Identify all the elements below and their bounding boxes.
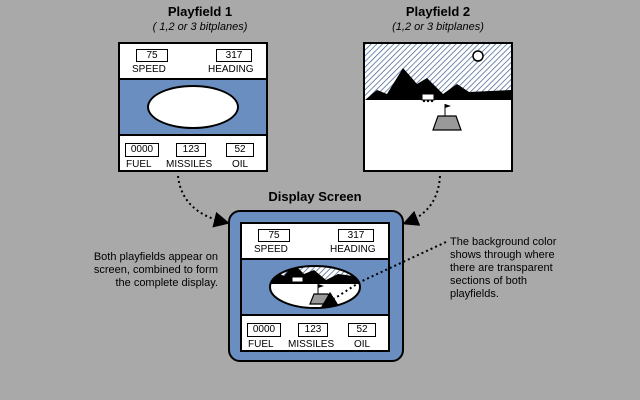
playfield2-subtitle: (1,2 or 3 bitplanes) (392, 21, 484, 33)
fuel-value-box: 0000 (125, 143, 159, 157)
display-oil-label: OIL (354, 339, 371, 350)
fuel-label: FUEL (126, 159, 152, 170)
speed-label: SPEED (132, 64, 166, 75)
left-note: Both playfields appear on screen, combin… (93, 251, 218, 289)
mountains (365, 68, 511, 100)
playfield1-subtitle: ( 1,2 or 3 bitplanes) (152, 21, 248, 33)
display-blue-band (242, 258, 388, 316)
missiles-label: MISSILES (166, 159, 213, 170)
playfield1-panel: 75 SPEED 317 HEADING 0000 FUEL 123 MISSI… (118, 42, 268, 172)
heading-value-box: 317 (216, 49, 252, 62)
display-fuel-label: FUEL (248, 339, 274, 350)
playfield1-title: Playfield 1 (167, 4, 233, 19)
arrow-playfield2-to-display (402, 175, 441, 226)
display-screen-panel: 75 SPEED 317 HEADING (240, 222, 390, 352)
playfield2-title: Playfield 2 (405, 4, 471, 19)
display-speed-value-box: 75 (258, 229, 290, 242)
arrow-playfield1-to-display (177, 175, 230, 228)
playfield1-blue-band (120, 78, 266, 136)
display-title: Display Screen (268, 189, 362, 204)
display-missiles-value-box: 123 (298, 323, 328, 337)
oil-value-box: 52 (226, 143, 254, 157)
bunker-flag (432, 104, 462, 131)
tank-far (421, 86, 435, 103)
display-oil-value-box: 52 (348, 323, 376, 337)
right-note: The background color shows through where… (450, 236, 557, 300)
display-missiles-label: MISSILES (288, 339, 335, 350)
display-heading-value-box: 317 (338, 229, 374, 242)
display-window-scene (269, 265, 361, 309)
oil-label: OIL (232, 159, 249, 170)
playfield2-panel (363, 42, 513, 172)
display-fuel-value-box: 0000 (247, 323, 281, 337)
playfield1-window-ellipse (147, 85, 239, 129)
speed-value-box: 75 (136, 49, 168, 62)
display-speed-label: SPEED (254, 244, 288, 255)
moon (472, 50, 484, 62)
playfield2-scene (365, 44, 511, 131)
display-heading-label: HEADING (330, 244, 376, 255)
display-tank (291, 273, 304, 285)
missiles-value-box: 123 (176, 143, 206, 157)
heading-label: HEADING (208, 64, 254, 75)
